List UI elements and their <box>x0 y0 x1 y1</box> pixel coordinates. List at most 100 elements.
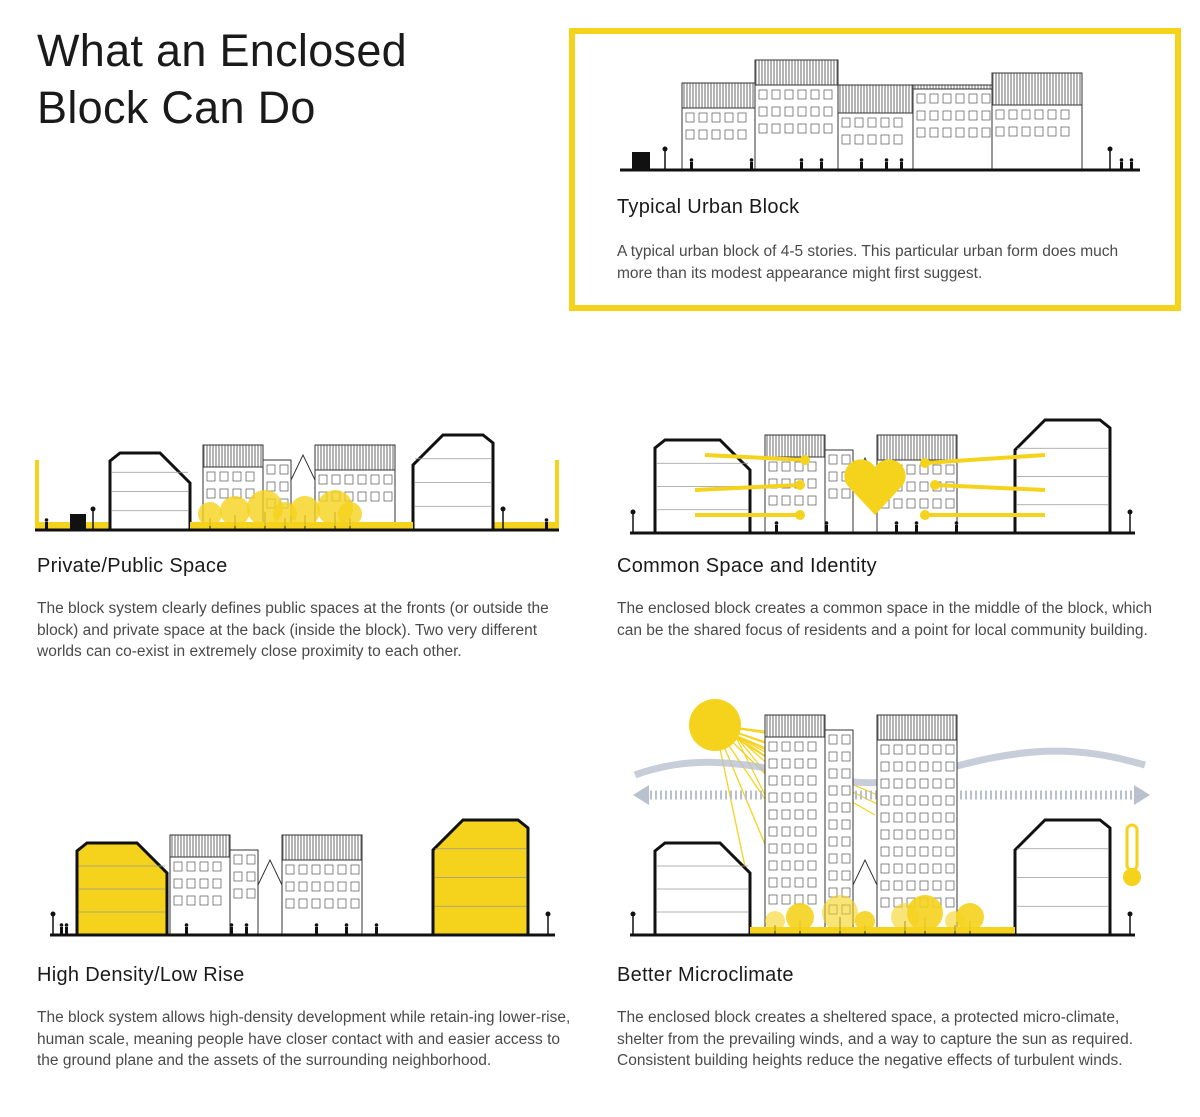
person <box>860 162 863 170</box>
window <box>945 897 955 908</box>
building-roof <box>314 444 396 471</box>
window <box>867 117 877 128</box>
window <box>919 744 929 755</box>
gable-house <box>257 858 283 936</box>
title-line-1: What an Enclosed <box>37 25 408 76</box>
window <box>1060 126 1070 137</box>
window <box>828 836 838 847</box>
window <box>758 106 768 117</box>
thermometer-bulb <box>1123 868 1141 886</box>
person-head <box>799 158 804 162</box>
person <box>895 525 898 533</box>
window <box>781 809 791 820</box>
street-lamp-head <box>50 911 56 917</box>
panel-body: The enclosed block creates a sheltered s… <box>617 1009 1134 1069</box>
panel-heading: Better Microclimate <box>617 964 794 986</box>
person-head <box>824 521 829 525</box>
window <box>784 106 794 117</box>
window <box>893 498 903 509</box>
street-lamp-head <box>630 911 636 917</box>
window <box>794 877 804 888</box>
window <box>955 110 965 121</box>
arrow-head <box>795 510 805 520</box>
window <box>932 744 942 755</box>
high-density-low-rise-illustration <box>50 818 555 937</box>
window <box>955 127 965 138</box>
window <box>1021 109 1031 120</box>
building-roof <box>876 714 958 741</box>
person-head <box>819 158 824 162</box>
street-lamp-head <box>500 506 506 512</box>
window <box>784 123 794 134</box>
window <box>298 881 308 892</box>
window <box>212 895 222 906</box>
window <box>266 481 276 492</box>
window <box>945 829 955 840</box>
window <box>758 89 768 100</box>
window <box>1047 109 1057 120</box>
window <box>828 853 838 864</box>
panel-microclimate: Better Microclimate The enclosed block c… <box>617 964 1157 1072</box>
window <box>724 129 734 140</box>
person <box>690 162 693 170</box>
window <box>737 112 747 123</box>
person <box>65 927 68 935</box>
featured-heading: Typical Urban Block <box>617 196 800 218</box>
window <box>781 877 791 888</box>
window <box>823 89 833 100</box>
window <box>919 880 929 891</box>
window <box>771 89 781 100</box>
street-lamp-head <box>1127 509 1133 515</box>
window <box>279 481 289 492</box>
window <box>945 464 955 475</box>
window <box>919 829 929 840</box>
window <box>919 795 929 806</box>
window <box>906 829 916 840</box>
window <box>906 863 916 874</box>
window <box>331 474 341 485</box>
window <box>929 93 939 104</box>
window <box>945 863 955 874</box>
person <box>955 525 958 533</box>
kiosk <box>70 514 86 530</box>
window <box>357 474 367 485</box>
kiosk <box>632 152 650 170</box>
window <box>906 880 916 891</box>
window <box>841 134 851 145</box>
window <box>919 778 929 789</box>
person-head <box>229 923 234 927</box>
window <box>233 871 243 882</box>
window <box>186 861 196 872</box>
window <box>828 734 838 745</box>
window <box>880 863 890 874</box>
window <box>781 741 791 752</box>
window <box>841 734 851 745</box>
window <box>906 481 916 492</box>
person <box>800 162 803 170</box>
window <box>794 758 804 769</box>
window <box>737 129 747 140</box>
window <box>311 864 321 875</box>
person-head <box>544 518 549 522</box>
window <box>711 129 721 140</box>
window <box>932 464 942 475</box>
window <box>945 761 955 772</box>
building-roof <box>281 834 363 861</box>
window <box>945 812 955 823</box>
window <box>932 812 942 823</box>
window <box>794 775 804 786</box>
better-microclimate-illustration <box>630 699 1150 937</box>
window <box>233 854 243 865</box>
panel-heading: Common Space and Identity <box>617 555 877 577</box>
window <box>867 134 877 145</box>
window <box>350 864 360 875</box>
person-head <box>59 923 64 927</box>
window <box>794 860 804 871</box>
window <box>173 878 183 889</box>
person <box>45 522 48 530</box>
building-roof <box>681 82 758 109</box>
window <box>854 117 864 128</box>
window <box>893 134 903 145</box>
window <box>370 474 380 485</box>
window <box>942 93 952 104</box>
